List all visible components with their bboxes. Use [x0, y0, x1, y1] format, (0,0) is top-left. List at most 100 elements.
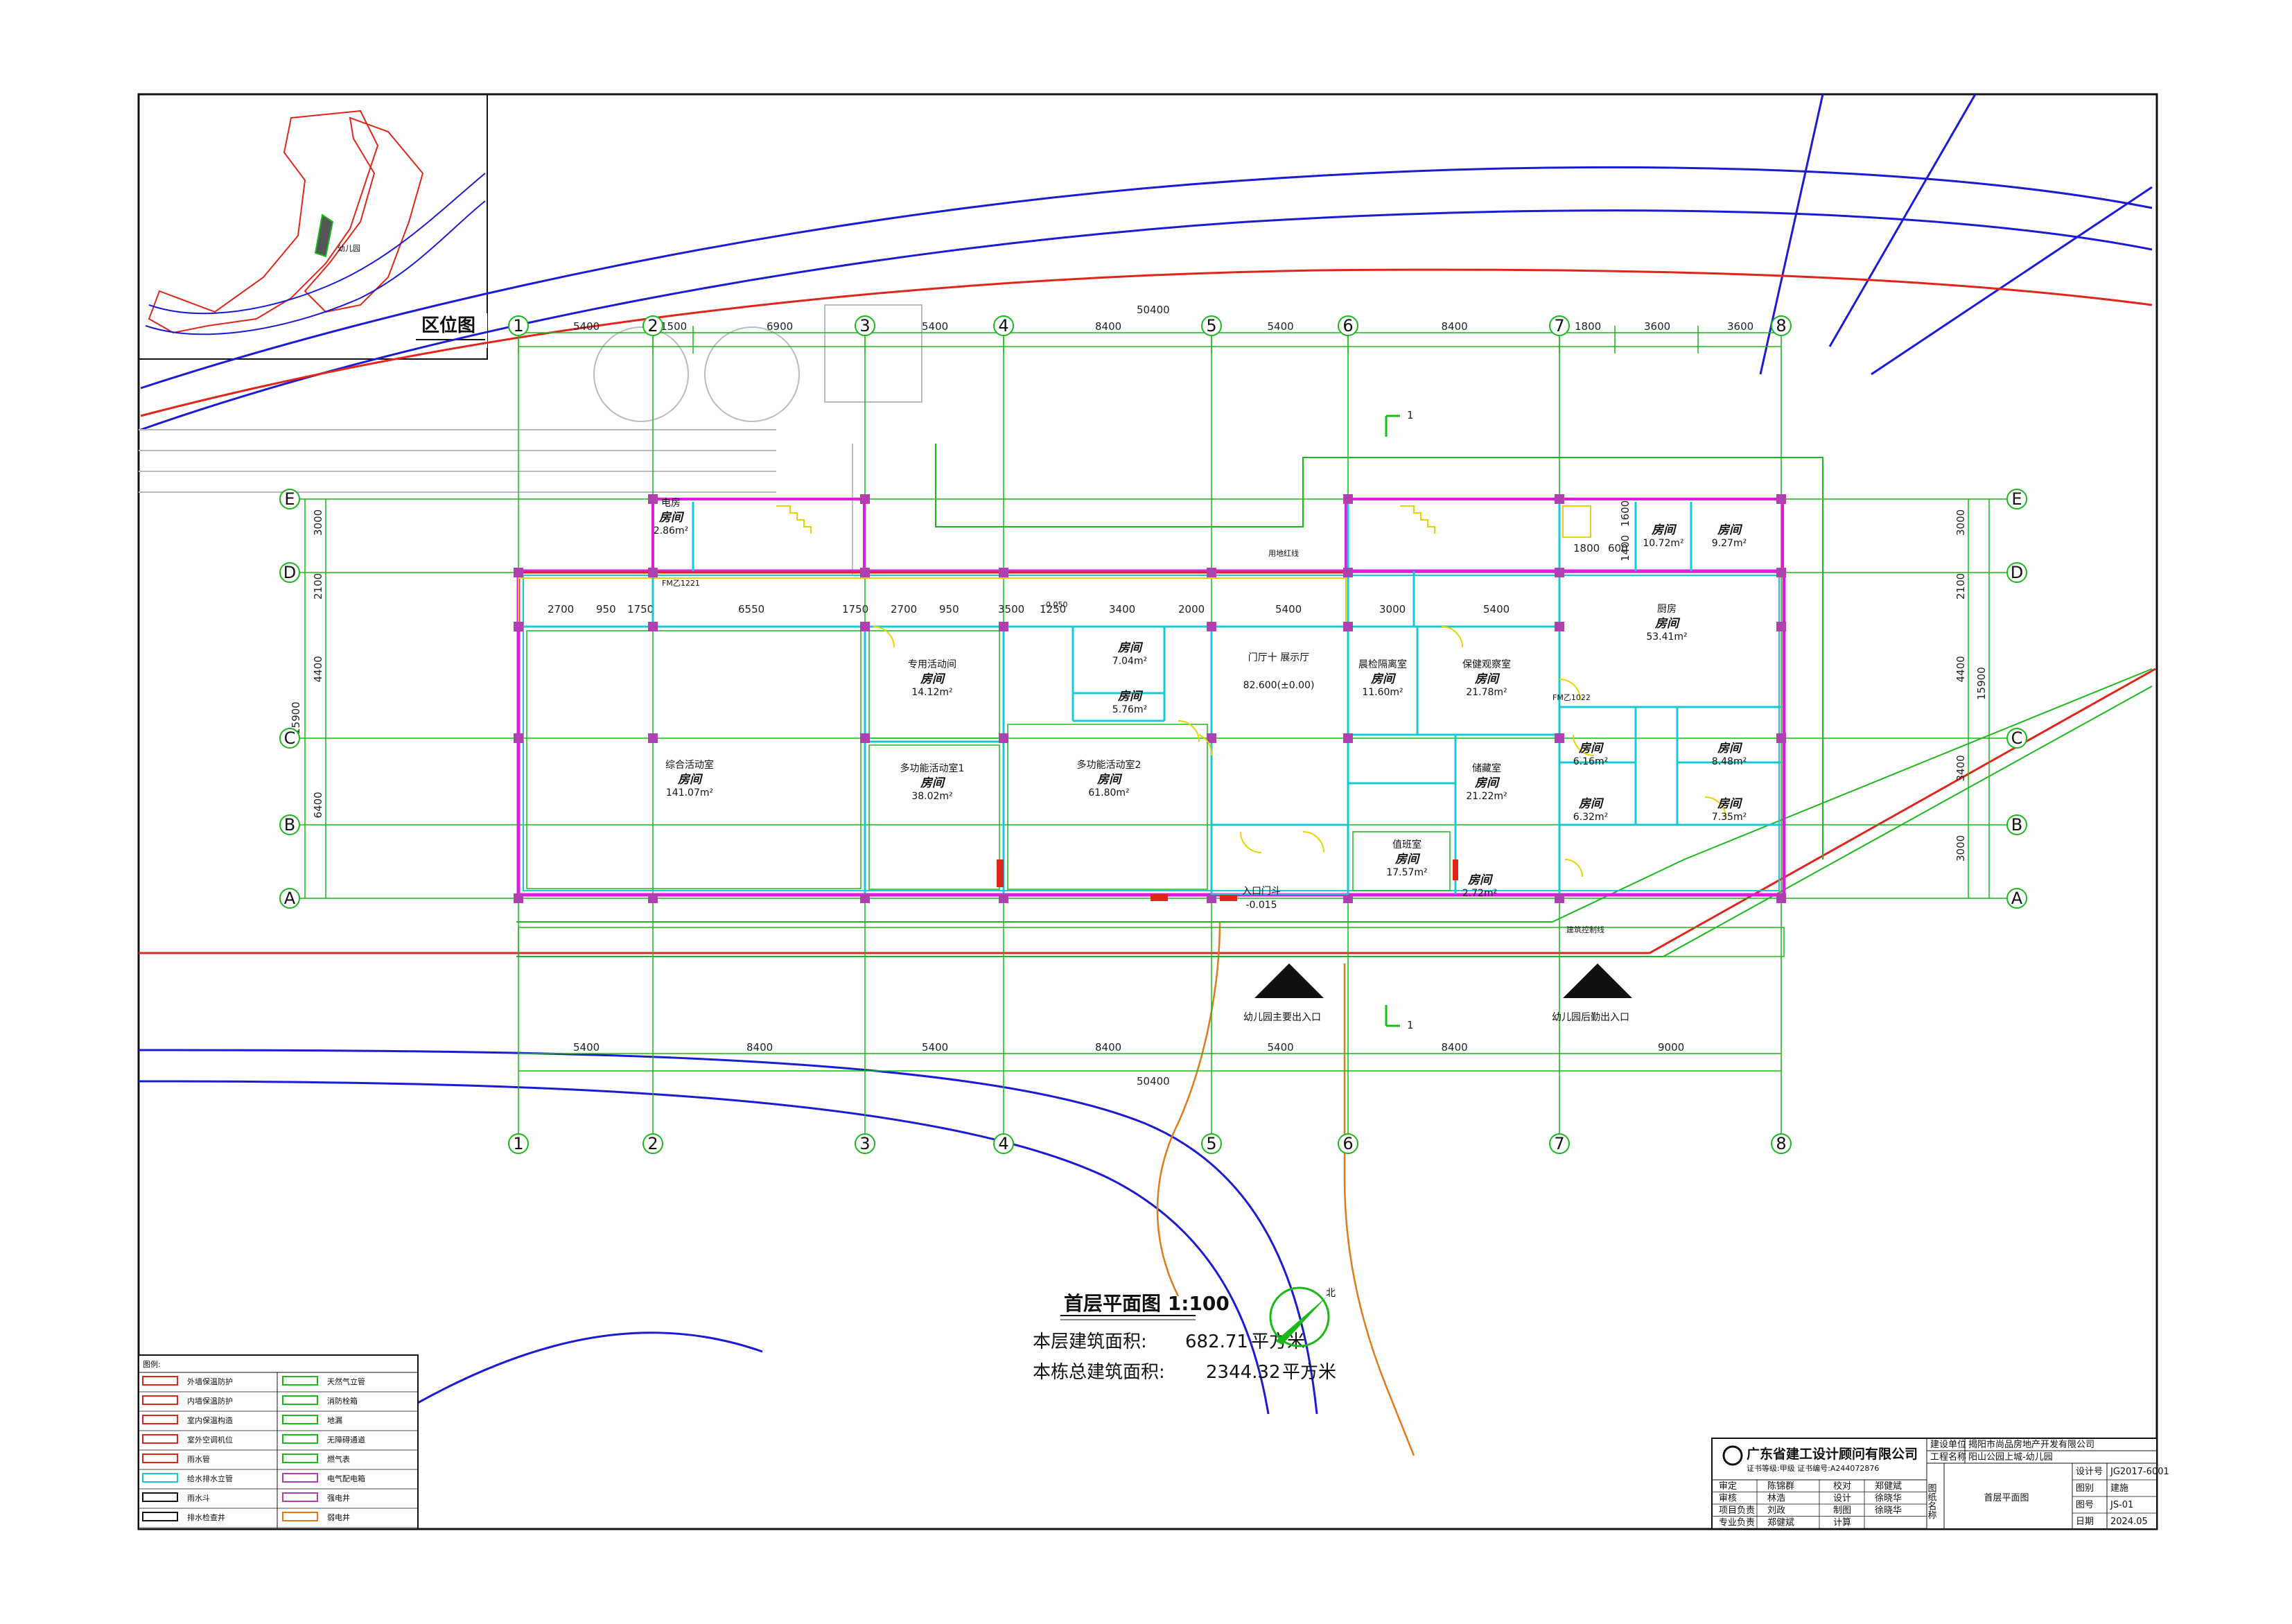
legend-symbol-icon: [282, 1512, 318, 1521]
room-area: 11.60m²: [1362, 687, 1403, 698]
legend-symbol-icon: [142, 1415, 178, 1424]
redline-label: 用地红线: [1268, 548, 1299, 558]
room-label: 房间: [1474, 776, 1501, 790]
legend-item: 雨水管: [187, 1454, 210, 1464]
dim-top: 1800: [1575, 320, 1601, 333]
axis-label-col: 3: [859, 1134, 870, 1153]
legend-item: 室外空调机位: [187, 1435, 233, 1444]
legend-symbol-icon: [142, 1453, 178, 1463]
axis-label-col: 7: [1554, 1134, 1564, 1153]
axis-label-col: 5: [1206, 316, 1216, 335]
title-name2: 郑健斌: [1875, 1481, 1902, 1492]
room-area: 7.35m²: [1712, 812, 1747, 823]
axis-label-row: D: [2011, 563, 2023, 582]
legend-header: 图例:: [143, 1359, 161, 1369]
room-name: 多功能活动室1: [900, 762, 965, 774]
legend-symbol-icon: [142, 1376, 178, 1386]
client-name: 揭阳市尚品房地产开发有限公司: [1968, 1439, 2094, 1450]
dim-top: 8400: [1095, 320, 1121, 333]
room-label: 房间: [1117, 690, 1144, 704]
main-entrance-marker: [1254, 963, 1324, 998]
structural-column: [1555, 733, 1564, 743]
structural-column: [1343, 568, 1353, 577]
axis-bubble: [2006, 489, 2027, 509]
dim-top: 3600: [1644, 320, 1670, 333]
axis-bubble: [855, 1133, 875, 1154]
title-role: 专业负责: [1719, 1518, 1755, 1528]
fire-door-label-1: FM乙1221: [662, 579, 700, 588]
axis-label-col: 6: [1342, 316, 1353, 335]
total-area-label: 本栋总建筑面积:: [1033, 1362, 1165, 1383]
structural-column: [648, 893, 658, 903]
structural-column: [1555, 568, 1564, 577]
dim-inner: 5400: [1275, 603, 1302, 615]
dim-bottom: 5400: [573, 1041, 600, 1054]
axis-label-row: E: [284, 489, 295, 509]
main-entrance-label: 幼儿园主要出入口: [1243, 1012, 1321, 1023]
dim-inner: 1800: [1573, 542, 1600, 555]
dim-top: 3600: [1727, 320, 1753, 333]
room-label: 房间: [1717, 797, 1743, 811]
legend-item: 排水检查井: [187, 1512, 225, 1522]
room-name: 门厅十 展示厅: [1248, 652, 1309, 663]
sheet-border: [137, 93, 2158, 1530]
room-label: 房间: [1717, 742, 1743, 756]
axis-bubble: [1771, 1133, 1792, 1154]
room-label: 房间: [677, 773, 703, 787]
legend-symbol-icon: [142, 1395, 178, 1405]
room: 房间2.72m²: [1462, 873, 1497, 899]
dim-inner: 2700: [548, 603, 574, 615]
structural-column: [999, 733, 1008, 743]
axis-bubble: [1201, 1133, 1222, 1154]
room-label: 房间: [658, 511, 685, 525]
axis-label-col: 1: [513, 1134, 523, 1153]
legend-symbol-icon: [142, 1473, 178, 1483]
axis-grid: [284, 326, 2010, 1137]
room-name: 值班室: [1392, 839, 1421, 850]
axis-label-row: A: [284, 889, 296, 908]
axis-bubble: [993, 1133, 1014, 1154]
room-label: 房间: [1394, 853, 1421, 866]
room-name: 厨房: [1657, 604, 1677, 615]
room-label: 房间: [1096, 773, 1123, 787]
dim-left: 4400: [312, 656, 324, 682]
axis-bubble: [2006, 562, 2027, 583]
meta-label: 图号: [2076, 1500, 2094, 1510]
legend-item: 无障碍通道: [327, 1435, 365, 1444]
room-label: 房间: [1717, 523, 1743, 537]
structural-column: [648, 494, 658, 504]
meta-value: 2024.05: [2110, 1517, 2148, 1527]
total-area-unit: 平方米: [1282, 1362, 1336, 1383]
room-area: 21.22m²: [1466, 791, 1507, 802]
room: 房间7.35m²: [1712, 797, 1747, 823]
legend-item: 燃气表: [327, 1454, 350, 1464]
room-area: 6.32m²: [1573, 812, 1608, 823]
location-map-title: 区位图: [421, 315, 475, 336]
structural-column: [1343, 733, 1353, 743]
room: 房间6.16m²: [1573, 742, 1608, 767]
dim-inner: 3500: [998, 603, 1024, 615]
axis-label-row: D: [283, 563, 296, 582]
meta-label: 日期: [2076, 1517, 2094, 1527]
legend-item: 弱电井: [327, 1512, 350, 1522]
room: 房间7.04m²: [1112, 641, 1147, 667]
entrance-elevation: -0.015: [1245, 900, 1277, 911]
room-area: 38.02m²: [911, 791, 952, 802]
existing-features: [139, 304, 922, 575]
structural-column: [1207, 568, 1216, 577]
annotations: 入口门斗 -0.015 -0.050 幼儿园主要出入口 幼儿园后勤出入口 FM乙…: [662, 409, 1629, 1031]
structural-column: [860, 733, 870, 743]
axis-bubble: [279, 728, 300, 749]
legend-item: 给水排水立管: [187, 1474, 233, 1483]
axis-label-col: 3: [859, 316, 870, 335]
structural-column: [1555, 494, 1564, 504]
title-role: 审定: [1719, 1481, 1737, 1492]
legend-item: 外墙保温防护: [187, 1377, 233, 1386]
dim-right: 4400: [1954, 656, 1967, 682]
total-area-value: 2344.32: [1206, 1362, 1281, 1383]
dim-bottom: 8400: [746, 1041, 773, 1054]
